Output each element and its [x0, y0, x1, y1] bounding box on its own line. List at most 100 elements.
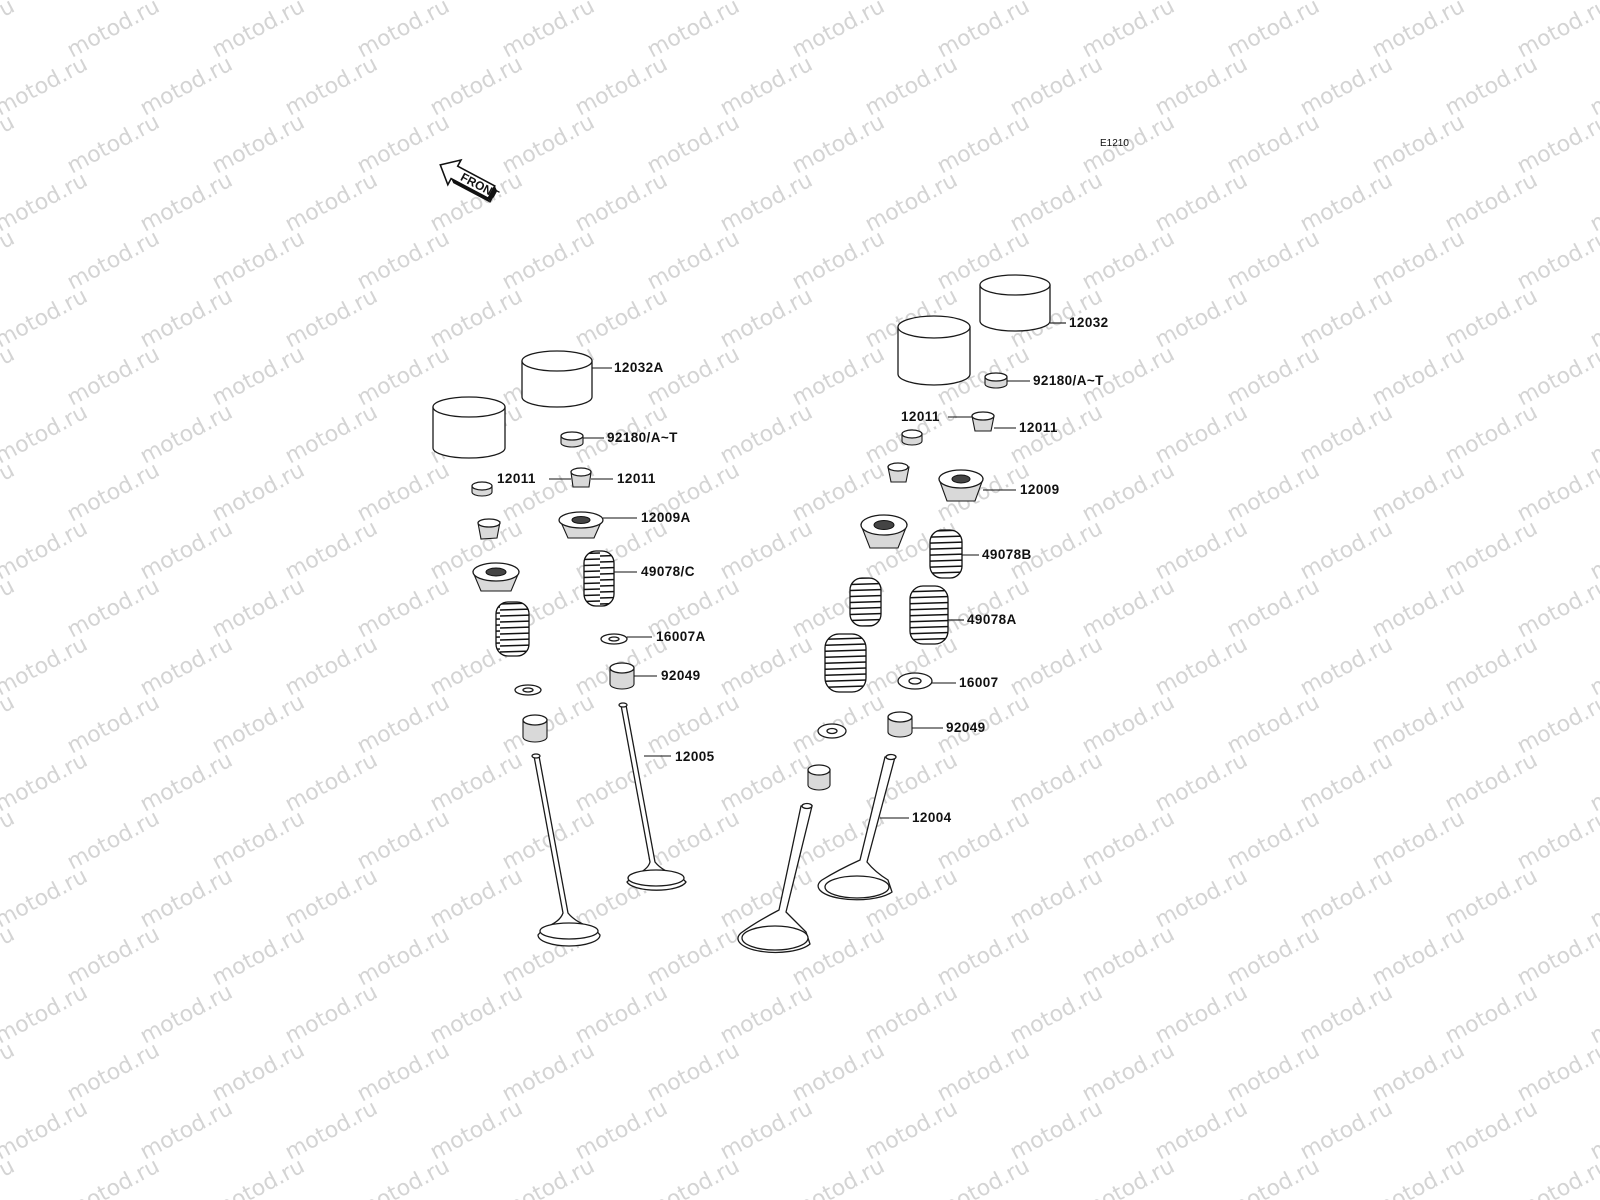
watermark-text: motod.ru: [1078, 1154, 1179, 1200]
stem-seal-left-a: [609, 662, 635, 690]
retainer-right-b: [860, 514, 908, 549]
valve-spring-right-outer: [824, 633, 867, 693]
watermark-text: motod.ru: [498, 1154, 599, 1200]
label-left-valve: 12005: [675, 749, 715, 764]
valve-left-b: [531, 753, 601, 947]
label-right-spring-b: 49078B: [982, 547, 1032, 562]
label-right-keeper-b: 12011: [1019, 420, 1058, 435]
watermark-text: motod.ru: [0, 1096, 92, 1165]
watermark-text: motod.ru: [1513, 1154, 1600, 1200]
valve-right-b: [737, 802, 813, 954]
valve-lifter-bucket-12032: [979, 274, 1051, 332]
shim-left-2: [471, 481, 493, 497]
watermark-text: motod.ru: [0, 1154, 19, 1200]
retainer-right-a: [938, 469, 984, 502]
watermark-text: motod.ru: [0, 632, 92, 701]
watermark-text: motod.ru: [0, 806, 19, 875]
keeper-left-b: [477, 518, 501, 540]
label-left-seat: 16007A: [656, 629, 706, 644]
watermark-text: motod.ru: [0, 574, 19, 643]
shim-left: [560, 431, 584, 448]
valve-spring-49078b: [929, 529, 963, 579]
label-right-shim: 92180/A~T: [1033, 373, 1104, 388]
label-left-keeper-a: 12011: [497, 471, 536, 486]
watermark-text: motod.ru: [0, 980, 92, 1049]
spring-seat-left-b: [514, 684, 542, 696]
watermark-text: motod.ru: [353, 1154, 454, 1200]
shim-right: [984, 372, 1008, 389]
watermark-text: motod.ru: [1513, 574, 1600, 643]
watermark-text: motod.ru: [0, 284, 92, 353]
valve-spring-right-inner: [849, 577, 882, 627]
watermark-text: motod.ru: [1586, 516, 1600, 585]
watermark-text: motod.ru: [0, 516, 92, 585]
label-left-shim: 92180/A~T: [607, 430, 678, 445]
watermark-text: motod.ru: [63, 1154, 164, 1200]
valve-12004: [817, 753, 897, 901]
watermark-text: motod.ru: [788, 1154, 889, 1200]
label-left-keeper-b: 12011: [617, 471, 656, 486]
watermark-text: motod.ru: [1586, 632, 1600, 701]
watermark-text: motod.ru: [933, 1154, 1034, 1200]
watermark-text: motod.ru: [1513, 342, 1600, 411]
watermark-text: motod.ru: [0, 342, 19, 411]
retainer-left-a: [558, 511, 604, 539]
valve-lifter-bucket-right-b: [897, 315, 971, 386]
watermark-text: motod.ru: [0, 748, 92, 817]
watermark-text: motod.ru: [0, 168, 92, 237]
spring-seat-left-a: [600, 633, 628, 645]
keeper-left-a: [570, 467, 592, 488]
watermark-text: motod.ru: [1513, 226, 1600, 295]
retainer-left-b: [472, 562, 520, 592]
watermark-text: motod.ru: [1223, 1154, 1324, 1200]
watermark-text: motod.ru: [1513, 690, 1600, 759]
watermark-text: motod.ru: [1513, 1038, 1600, 1107]
stem-seal-right-b: [807, 764, 831, 791]
watermark-text: motod.ru: [643, 1154, 744, 1200]
valve-spring-49078a: [909, 585, 949, 645]
watermark-text: motod.ru: [0, 0, 92, 5]
watermark-text: motod.ru: [1586, 864, 1600, 933]
watermark-text: motod.ru: [1586, 400, 1600, 469]
valve-spring-left-a: [583, 550, 615, 607]
watermark-text: motod.ru: [0, 922, 19, 991]
valve-lifter-bucket-12032a: [521, 350, 593, 408]
keeper-right-b: [887, 462, 910, 483]
watermark-text: motod.ru: [0, 458, 19, 527]
watermark-text: motod.ru: [1513, 458, 1600, 527]
label-right-valve: 12004: [912, 810, 952, 825]
watermark-text: motod.ru: [1368, 1154, 1469, 1200]
watermark-text: motod.ru: [0, 400, 92, 469]
watermark-text: motod.ru: [1586, 980, 1600, 1049]
watermark-text: motod.ru: [0, 52, 92, 121]
watermark-text: motod.ru: [0, 0, 19, 63]
shim-right-2: [901, 429, 923, 446]
watermark-text: motod.ru: [0, 110, 19, 179]
label-left-bucket: 12032A: [614, 360, 664, 375]
spring-seat-right-b: [817, 723, 847, 739]
watermark-text: motod.ru: [1513, 922, 1600, 991]
label-right-keeper-a: 12011: [901, 409, 940, 424]
valve-lifter-bucket: [432, 396, 506, 459]
watermark-text: motod.ru: [1586, 168, 1600, 237]
valve-12005: [618, 702, 687, 891]
watermark-text: motod.ru: [0, 864, 92, 933]
watermark-text: motod.ru: [0, 690, 19, 759]
watermark-text: motod.ru: [1513, 110, 1600, 179]
watermark-text: motod.ru: [0, 1038, 19, 1107]
label-right-seal: 92049: [946, 720, 986, 735]
leader-lines: [549, 322, 1066, 819]
label-right-retainer: 12009: [1020, 482, 1060, 497]
watermark-text: motod.ru: [1586, 284, 1600, 353]
keeper-right-a: [971, 411, 995, 432]
label-right-spring-a: 49078A: [967, 612, 1017, 627]
watermark-text: motod.ru: [1586, 52, 1600, 121]
stem-seal-left-b: [522, 714, 548, 743]
label-left-seal: 92049: [661, 668, 701, 683]
watermark-text: motod.ru: [1586, 1096, 1600, 1165]
diagram-code: E1210: [1100, 138, 1129, 149]
label-right-bucket: 12032: [1069, 315, 1109, 330]
watermark-text: motod.ru: [0, 226, 19, 295]
